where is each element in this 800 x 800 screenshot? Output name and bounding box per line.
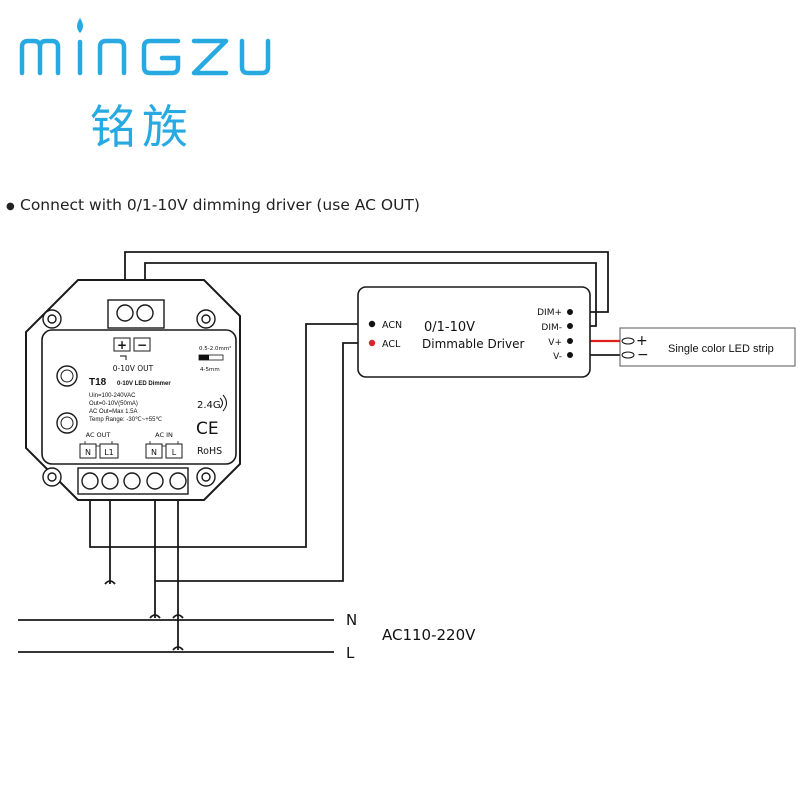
dimmer-spec-1: Uin=100-240VAC — [89, 393, 136, 399]
driver-label-acn: ACN — [382, 320, 402, 331]
mains-n-label: N — [346, 611, 357, 629]
dimmer-ac-in-label: AC IN — [155, 431, 173, 439]
dimmer-rohs: RoHS — [197, 446, 222, 457]
driver-label-dim-minus: DIM- — [541, 323, 562, 333]
dimmer-terminal-label-in-n: N — [151, 448, 157, 457]
dimmer-ce-mark: CE — [196, 419, 219, 439]
dimmer-model-desc: 0-10V LED Dimmer — [117, 381, 171, 387]
wire-acl — [154, 342, 372, 582]
dimmer-terminal-minus — [136, 304, 154, 322]
led-strip: + − Single color LED strip — [619, 327, 796, 367]
led-strip-minus: − — [637, 347, 649, 363]
heading-text: Connect with 0/1-10V dimming driver (use… — [20, 196, 420, 214]
driver-output-dots — [567, 309, 573, 358]
dimmer-terminal-label-in-l: L — [172, 448, 177, 457]
mains-l-label: L — [346, 644, 355, 662]
driver-title-2: Dimmable Driver — [422, 337, 524, 351]
dimmable-driver: ACN ACL 0/1-10V Dimmable Driver DIM+ DIM… — [357, 286, 591, 378]
dimmer-terminal-plus — [116, 304, 134, 322]
brand-logo: 铭族 — [19, 18, 271, 154]
driver-terminal-acl — [368, 339, 376, 347]
driver-label-dim-plus: DIM+ — [537, 308, 562, 318]
dimmer-terminal-label-out-l1: L1 — [104, 448, 114, 457]
wire-junctions — [104, 580, 184, 651]
dimmer-out-label: 0-10V OUT — [113, 364, 154, 373]
dimmer-strip-spec: 4-5mm — [200, 367, 220, 373]
brand-cjk: 铭族 — [90, 100, 194, 154]
dimmer-terminal-label-out-n: N — [85, 448, 91, 457]
dimmer-device: + − 0-10V OUT 0.5-2.0mm² 4-5mm T18 0-10V… — [25, 279, 241, 501]
led-strip-plus: + — [636, 333, 648, 349]
driver-label-v-minus: V- — [553, 352, 562, 362]
dimmer-wire-spec: 0.5-2.0mm² — [199, 345, 231, 352]
wire-acn — [89, 323, 372, 548]
dimmer-spec-3: AC Out=Max 1.5A — [89, 409, 138, 415]
dimmer-model: T18 — [89, 377, 107, 388]
led-strip-label: Single color LED strip — [668, 343, 774, 355]
dimmer-spec-2: Out=0-10V(50mA) — [89, 401, 138, 407]
signal-icon — [219, 394, 227, 412]
dimmer-button-2 — [56, 412, 78, 434]
dimmer-out-plus: + — [117, 338, 127, 352]
mounting-screws — [42, 309, 216, 487]
heading-bullet: ● — [6, 201, 15, 212]
mains-voltage-label: AC110-220V — [382, 626, 476, 644]
driver-label-acl: ACL — [382, 339, 401, 350]
dimmer-rf-label: 2.4G — [197, 400, 221, 411]
dimmer-bottom-terminals — [81, 472, 187, 490]
dimmer-button-1 — [56, 365, 78, 387]
dimmer-spec-4: Temp Range: -30℃~+55℃ — [89, 417, 162, 423]
driver-title-1: 0/1-10V — [424, 320, 475, 335]
dimmer-out-minus: − — [137, 338, 147, 352]
driver-terminal-acn — [368, 320, 376, 328]
dimmer-ac-out-label: AC OUT — [86, 431, 111, 439]
driver-label-v-plus: V+ — [548, 338, 562, 348]
